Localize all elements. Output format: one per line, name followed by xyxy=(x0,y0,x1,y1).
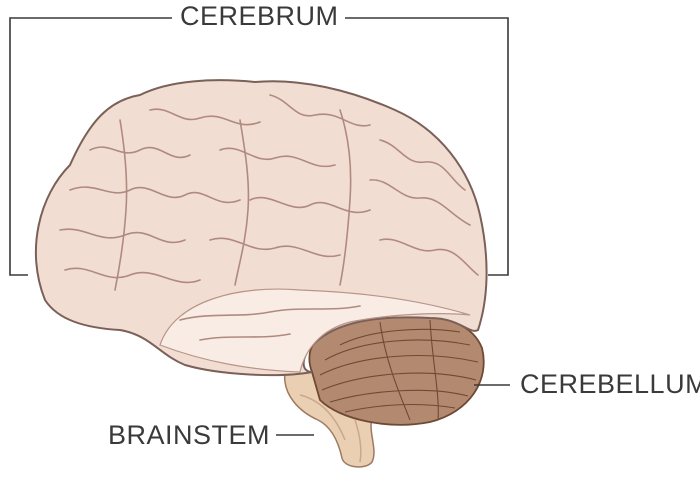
cerebrum-gyri xyxy=(59,94,479,341)
cerebrum-bracket-right xyxy=(345,17,509,276)
cerebrum-label: CEREBRUM xyxy=(180,1,339,31)
brainstem-label: BRAINSTEM xyxy=(108,420,271,450)
cerebellum-shape xyxy=(308,315,485,426)
cerebrum-bracket xyxy=(9,17,509,276)
cerebellum xyxy=(308,315,485,426)
brainstem-fold xyxy=(299,394,346,441)
cerebellum-label: CEREBELLUM xyxy=(520,369,700,399)
cerebrum xyxy=(34,79,488,377)
temporal-lobe xyxy=(159,288,471,373)
cerebrum-bracket-left xyxy=(9,17,172,276)
cerebellum-folia xyxy=(319,319,479,421)
brainstem-fold-2 xyxy=(354,419,362,463)
